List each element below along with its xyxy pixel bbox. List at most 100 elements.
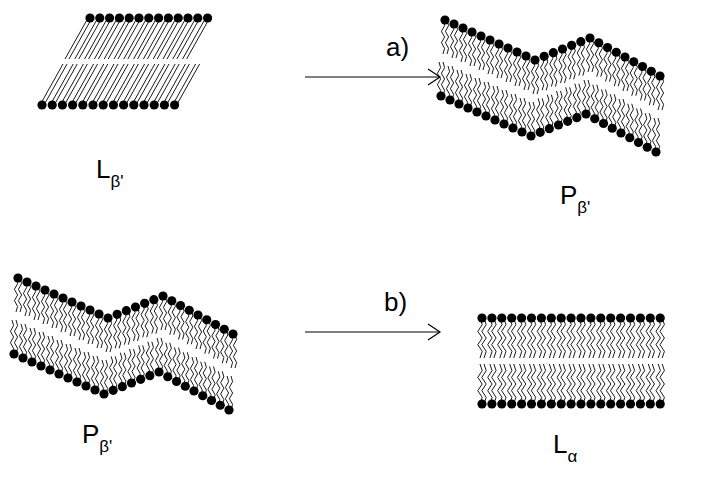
lipid-chain: [173, 18, 196, 59]
arrow-a: [305, 69, 440, 85]
lipid-chain: [54, 294, 57, 328]
lipid-chain: [597, 318, 601, 358]
lipid-head: [63, 373, 72, 382]
lipid-chain: [486, 82, 489, 116]
lipid-head: [183, 13, 192, 22]
lipid-chain: [571, 318, 575, 358]
step-label: a): [386, 34, 409, 60]
lipid-chain: [495, 44, 498, 78]
lipid-chain: [630, 318, 634, 358]
lipid-chain: [40, 64, 63, 105]
lipid-head: [113, 310, 122, 319]
lipid-chain: [611, 364, 615, 404]
lipid-chain: [498, 364, 502, 404]
lipid-head: [48, 100, 57, 109]
lipid-chain: [601, 364, 605, 404]
lipid-chain: [199, 362, 202, 396]
lipid-head: [440, 15, 449, 24]
lipid-head: [655, 71, 664, 80]
lipid-head: [145, 371, 154, 380]
lipid-head: [131, 302, 140, 311]
lipid-head: [58, 100, 67, 109]
lipid-chain: [557, 364, 561, 404]
lipid-chain: [478, 318, 482, 358]
lipid-head: [18, 353, 27, 362]
lipid-chain: [640, 364, 644, 404]
lipid-chain: [571, 364, 575, 404]
lipid-chain: [233, 334, 236, 368]
lipid-chain: [617, 99, 620, 133]
lipid-chain: [508, 364, 512, 404]
lipid-chain: [64, 344, 67, 378]
lipid-chain: [526, 56, 529, 90]
lipid-chain: [146, 342, 149, 376]
lipid-head: [581, 109, 590, 118]
lipid-chain: [613, 94, 616, 128]
lipid-chain: [586, 38, 589, 72]
lipid-head: [563, 117, 572, 126]
lipid-chain: [225, 329, 228, 363]
lipid-chain: [531, 102, 534, 136]
lipid-head: [119, 100, 128, 109]
lipid-chain: [482, 318, 486, 358]
lipid-chain: [568, 87, 571, 121]
lipid-head: [517, 313, 526, 322]
lipid-chain: [114, 356, 117, 390]
lipid-chain: [23, 324, 26, 358]
lipid-chain: [72, 302, 75, 336]
lipid-chain: [94, 18, 117, 59]
lipid-head: [517, 127, 526, 136]
lipid-chain: [626, 318, 630, 358]
lipid-chain: [86, 310, 89, 344]
lipid-head: [616, 128, 625, 137]
lipid-head: [54, 369, 63, 378]
lipid-chain: [660, 364, 664, 404]
lipid-chain: [611, 318, 615, 358]
lipid-head: [149, 295, 158, 304]
lipid-head: [549, 48, 558, 57]
lipid-chain: [478, 364, 482, 404]
lipid-head: [485, 35, 494, 44]
lipid-chain: [656, 364, 660, 404]
lipid-chain: [119, 353, 122, 387]
lipid-chain: [568, 45, 571, 79]
lipid-chain: [19, 324, 22, 358]
lipid-chain: [481, 36, 484, 70]
lipid-chain: [541, 98, 544, 132]
lipid-chain: [551, 364, 555, 404]
lipid-head: [95, 13, 104, 22]
lipid-chain: [81, 306, 84, 340]
lipid-chain: [621, 57, 624, 91]
lipid-chain: [143, 18, 166, 59]
lipid-chain: [163, 296, 166, 330]
lipid-head: [596, 313, 605, 322]
lipid-chain: [595, 43, 598, 77]
lipid-chain: [46, 336, 49, 370]
lipid-chain: [68, 344, 71, 378]
lipid-chain: [190, 357, 193, 391]
lipid-head: [85, 13, 94, 22]
lipid-head: [527, 313, 536, 322]
lipid-head: [99, 389, 108, 398]
lipid-chain: [91, 64, 114, 105]
lipid-chain: [141, 345, 144, 379]
lipid-head: [181, 382, 190, 391]
lipid-chain: [550, 95, 553, 129]
lipid-head: [198, 391, 207, 400]
lipid-chain: [541, 364, 545, 404]
lipid-chain: [217, 371, 220, 405]
lipid-chain: [620, 364, 624, 404]
lipid-chain: [648, 71, 651, 105]
lipid-chain: [521, 364, 525, 404]
lipid-chain: [163, 18, 186, 59]
lipid-head: [487, 399, 496, 408]
lipid-head: [88, 100, 97, 109]
lipid-chain: [186, 352, 189, 386]
lipid-chain: [522, 98, 525, 132]
lipid-head: [122, 306, 131, 315]
lipid-head: [103, 313, 112, 322]
lipid-chain: [182, 352, 185, 386]
lipid-head: [203, 13, 212, 22]
lipid-chain: [550, 53, 553, 87]
lipid-chain: [517, 364, 521, 404]
